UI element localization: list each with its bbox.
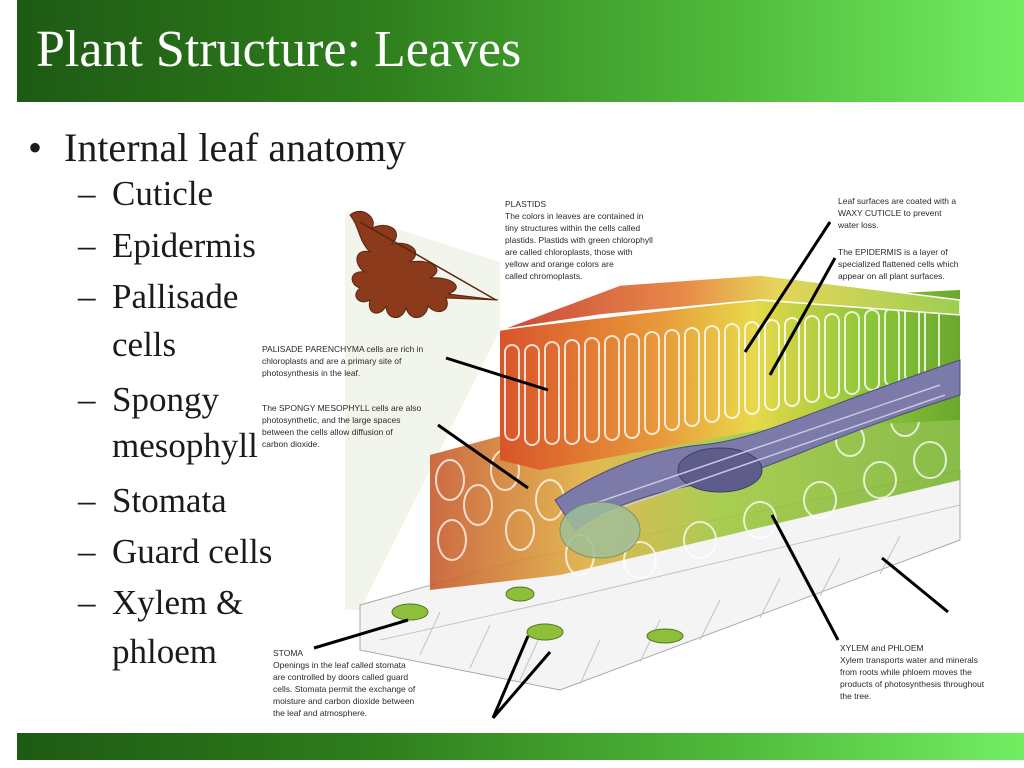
arrow-epidermis xyxy=(768,257,837,376)
title-bar xyxy=(17,0,1024,102)
sub-item-epidermis: –Epidermis xyxy=(78,226,256,265)
light-beam xyxy=(345,212,500,610)
main-bullet-text: Internal leaf anatomy xyxy=(64,125,407,170)
arrow-guard-1 xyxy=(491,635,530,719)
plastids-note: PLASTIDS The colors in leaves are contai… xyxy=(505,199,653,281)
slide-title: Plant Structure: Leaves xyxy=(36,21,522,78)
arrow-xylem xyxy=(770,514,840,641)
guard-cells xyxy=(391,586,684,644)
sub-item-text: Spongy xyxy=(112,380,219,419)
leaf-cross-section-diagram xyxy=(313,210,961,719)
sub-item-text: Guard cells xyxy=(112,532,273,571)
sub-item-guard-cells: –Guard cells xyxy=(78,532,273,571)
sub-item-spongy-cont: mesophyll xyxy=(112,426,258,465)
arrow-cuticle xyxy=(743,221,832,353)
upper-epidermis xyxy=(499,274,961,331)
spongy-note: The SPONGY MESOPHYLL cells are also phot… xyxy=(262,403,422,449)
sub-item-pallisade-cont: cells xyxy=(112,325,177,364)
sub-item-text: Stomata xyxy=(112,481,227,520)
sub-item-cuticle: –Cuticle xyxy=(78,174,214,213)
arrow-guard-2 xyxy=(491,651,552,719)
xylem-phloem-note: XYLEM and PHLOEM Xylem transports water … xyxy=(840,643,985,701)
sub-item-text: Xylem & xyxy=(112,583,244,622)
arrow-lower-epidermis xyxy=(881,556,949,614)
sub-item-stomata: –Stomata xyxy=(78,481,227,520)
sub-item-text: Cuticle xyxy=(112,174,214,213)
sub-item-pallisade: –Pallisade xyxy=(78,277,239,316)
palisade-note: PALISADE PARENCHYMA cells are rich in ch… xyxy=(262,344,424,378)
annotation-arrows xyxy=(313,221,949,719)
sub-item-text: Epidermis xyxy=(112,226,256,265)
arrow-stoma xyxy=(313,618,409,650)
oak-leaf-icon xyxy=(349,210,499,318)
main-bullet: • Internal leaf anatomy xyxy=(28,124,406,172)
sub-item-spongy: –Spongy xyxy=(78,380,219,419)
arrow-palisade xyxy=(445,356,549,392)
bottom-bar xyxy=(17,733,1024,760)
sub-item-xylem-cont: phloem xyxy=(112,632,217,671)
epidermis-note: The EPIDERMIS is a layer of specialized … xyxy=(838,247,959,281)
arrow-spongy xyxy=(437,423,529,490)
sub-item-xylem: –Xylem & xyxy=(78,583,244,622)
bullet-dot: • xyxy=(28,125,43,170)
sub-item-text: Pallisade xyxy=(112,277,239,316)
vein-bundle xyxy=(554,359,961,559)
stoma-note: STOMA Openings in the leaf called stomat… xyxy=(273,648,416,718)
cuticle-note: Leaf surfaces are coated with a WAXY CUT… xyxy=(838,196,957,230)
